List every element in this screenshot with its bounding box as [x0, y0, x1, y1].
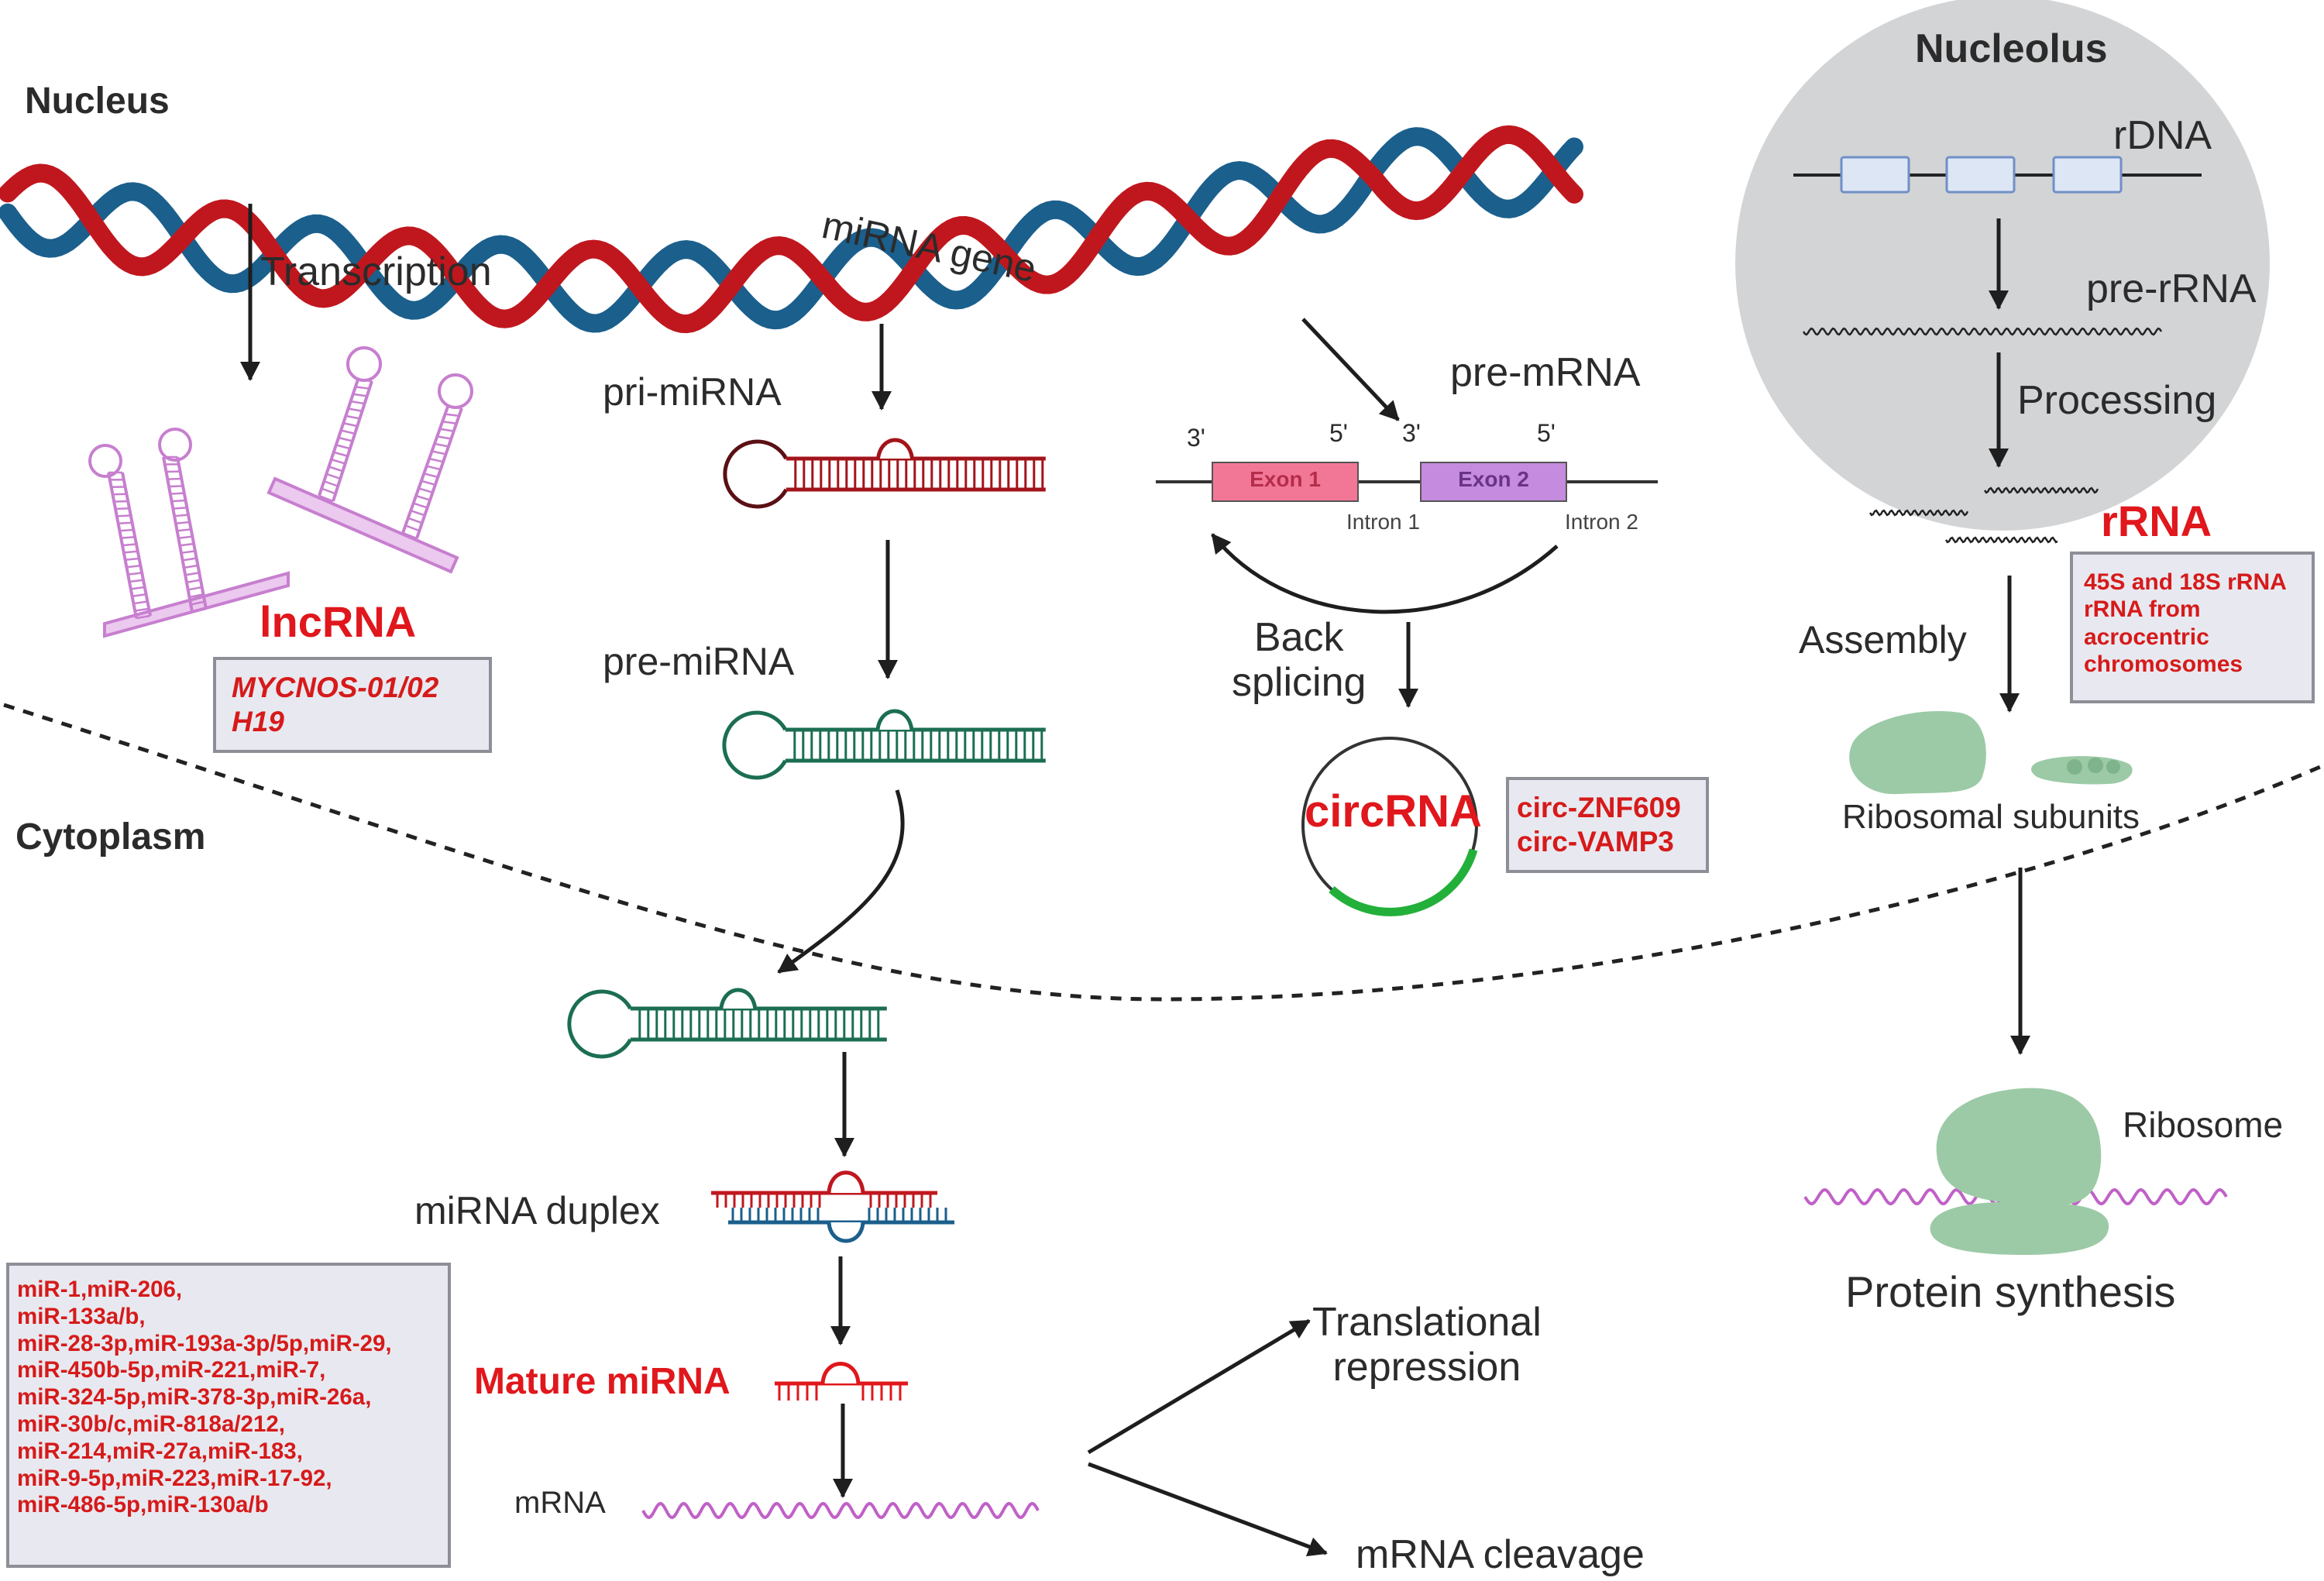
lncrna-examples: MYCNOS-01/02 H19: [232, 672, 439, 737]
rrna-examples-box: 45S and 18S rRNA rRNA from acrocentric c…: [2070, 552, 2315, 703]
pri-mirna-hairpin: [723, 438, 1046, 509]
assembly-label: Assembly: [1799, 618, 1967, 662]
rrna-fragment: [1983, 486, 2099, 494]
lncrna-title: lncRNA: [260, 597, 417, 646]
circrna-exon-arc: [1329, 848, 1478, 916]
circrna-title: circRNA: [1305, 786, 1482, 837]
ribosome-label: Ribosome: [2123, 1105, 2284, 1145]
mirna-duplex-structure: [711, 1170, 954, 1243]
nucleus-label: Nucleus: [25, 81, 170, 122]
large-ribosomal-subunit: [1849, 710, 1986, 795]
intron-2-label: Intron 2: [1565, 510, 1638, 534]
processing-label: Processing: [2017, 378, 2217, 423]
pre-mrna-label: pre-mRNA: [1450, 350, 1641, 395]
exon-1-box: [1212, 462, 1359, 502]
mature-mirna-structure: [775, 1362, 908, 1401]
rdna-gene-box: [1945, 156, 2016, 194]
ribosome-small-subunit: [1930, 1201, 2109, 1255]
cytoplasmic-pre-mirna-hairpin: [567, 988, 887, 1059]
rdna-gene-box: [2052, 156, 2123, 194]
nucleolus-region: [1735, 0, 2270, 531]
rrna-fragment: [1868, 509, 1969, 517]
nucleolus-label: Nucleolus: [1915, 26, 2108, 71]
exon-2-label: Exon 2: [1458, 467, 1529, 491]
arrow-gene-to-pre-mrna: [1301, 318, 1400, 421]
end-3-prime-a: 3': [1187, 424, 1205, 452]
intron-1-label: Intron 1: [1346, 510, 1420, 534]
rdna-label: rDNA: [2113, 113, 2212, 158]
dna-strand-red: [0, 125, 1583, 334]
protein-synthesis-label: Protein synthesis: [1845, 1267, 2176, 1316]
ribosome-large-subunit: [1936, 1088, 2102, 1206]
arrow-pre-to-cytoplasm: [777, 789, 905, 974]
pre-rrna-label: pre-rRNA: [2086, 266, 2257, 311]
arrow-to-mrna-cleavage: [1088, 1462, 1328, 1557]
end-3-prime-b: 3': [1402, 419, 1421, 447]
end-5-prime-b: 5': [1537, 419, 1556, 447]
mrna-strand: [641, 1501, 1040, 1520]
dna-helix: [0, 125, 1583, 334]
pre-rrna-strand: [1802, 327, 2163, 336]
exon-2-box: [1420, 462, 1567, 502]
mirna-examples: miR-1,miR-206, miR-133a/b, miR-28-3p,miR…: [17, 1277, 392, 1518]
rrna-examples: 45S and 18S rRNA rRNA from acrocentric c…: [2084, 569, 2287, 678]
mrna-label: mRNA: [514, 1486, 606, 1520]
mirna-examples-box: miR-1,miR-206, miR-133a/b, miR-28-3p,miR…: [6, 1263, 451, 1568]
translational-repression-label: Translational repression: [1312, 1300, 1542, 1390]
rrna-title: rRNA: [2101, 497, 2212, 545]
nuclear-envelope: [3, 703, 2321, 1002]
lncrna-examples-box: MYCNOS-01/02 H19: [213, 657, 492, 753]
cytoplasm-label: Cytoplasm: [15, 816, 206, 858]
end-5-prime-a: 5': [1329, 419, 1348, 447]
rdna-gene-box: [1840, 156, 1910, 194]
pre-mirna-label: pre-miRNA: [603, 640, 795, 683]
rrna-fragment: [1944, 536, 2058, 544]
small-ribosomal-subunit: [2031, 756, 2133, 785]
mirna-duplex-label: miRNA duplex: [414, 1189, 660, 1232]
arrow-to-translational-repression: [1087, 1318, 1311, 1455]
circrna-examples-box: circ-ZNF609 circ-VAMP3: [1506, 777, 1709, 873]
lncrna-structure: [88, 346, 473, 638]
back-splicing-label: Back splicing: [1232, 615, 1367, 706]
back-splicing-arrow: [1211, 533, 1559, 614]
pre-mirna-hairpin: [722, 709, 1046, 780]
mature-mirna-label: Mature miRNA: [474, 1361, 731, 1402]
transcription-label: Transcription: [260, 249, 492, 294]
mrna-cleavage-label: mRNA cleavage: [1356, 1532, 1645, 1577]
exon-1-label: Exon 1: [1250, 467, 1321, 491]
dna-strand-blue: [0, 127, 1583, 333]
pri-mirna-label: pri-miRNA: [603, 370, 782, 414]
circrna-examples: circ-ZNF609 circ-VAMP3: [1517, 792, 1681, 858]
ribosomal-subunits-label: Ribosomal subunits: [1842, 798, 2140, 836]
